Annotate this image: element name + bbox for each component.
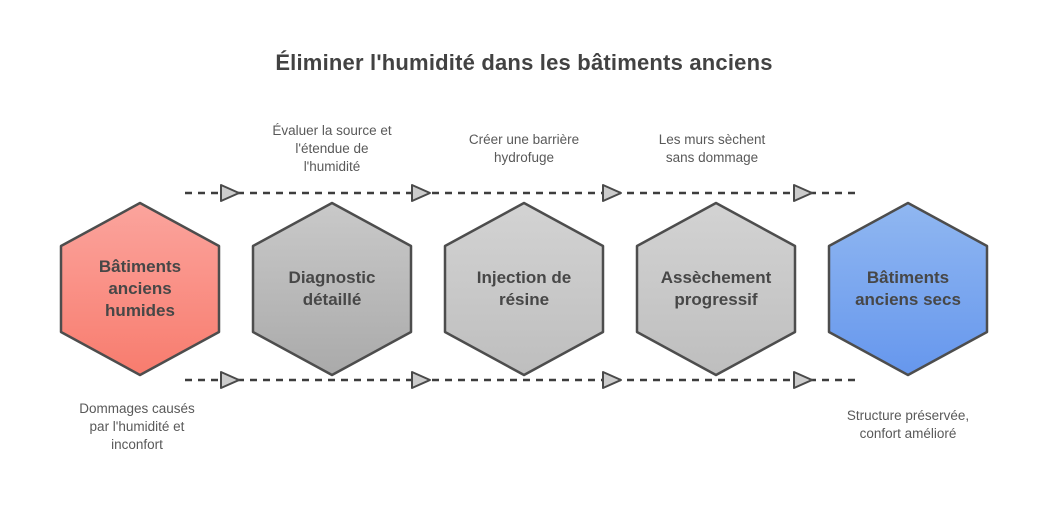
annotation-secs: Structure préservée, confort amélioré [846, 408, 970, 442]
annotation-diagnostic: Évaluer la source et l'étendue de l'humi… [272, 123, 392, 175]
annotation-humides: Dommages causés par l'humidité et inconf… [79, 401, 195, 453]
hexagon-batiments-anciens-secs-step[interactable] [635, 201, 797, 377]
hexagon-batiments-anciens-humides[interactable] [59, 201, 221, 377]
hexagon-diagnostic-detaille[interactable] [251, 201, 413, 377]
arrowhead-icon [220, 184, 240, 202]
hexagon-batiments-anciens-secs[interactable] [827, 201, 989, 377]
arrowhead-icon [411, 371, 431, 389]
hexagon-injection-de-resine[interactable] [443, 201, 605, 377]
arrowhead-icon [602, 371, 622, 389]
annotation-injection: Créer une barrière hydrofuge [468, 132, 580, 166]
arrowhead-icon [411, 184, 431, 202]
arrowhead-icon [793, 184, 813, 202]
arrowhead-icon [602, 184, 622, 202]
annotation-assechement: Les murs sèchent sans dommage [658, 132, 766, 166]
arrowhead-icon [220, 371, 240, 389]
page-title: Éliminer l'humidité dans les bâtiments a… [275, 50, 773, 75]
arrowhead-icon [793, 371, 813, 389]
